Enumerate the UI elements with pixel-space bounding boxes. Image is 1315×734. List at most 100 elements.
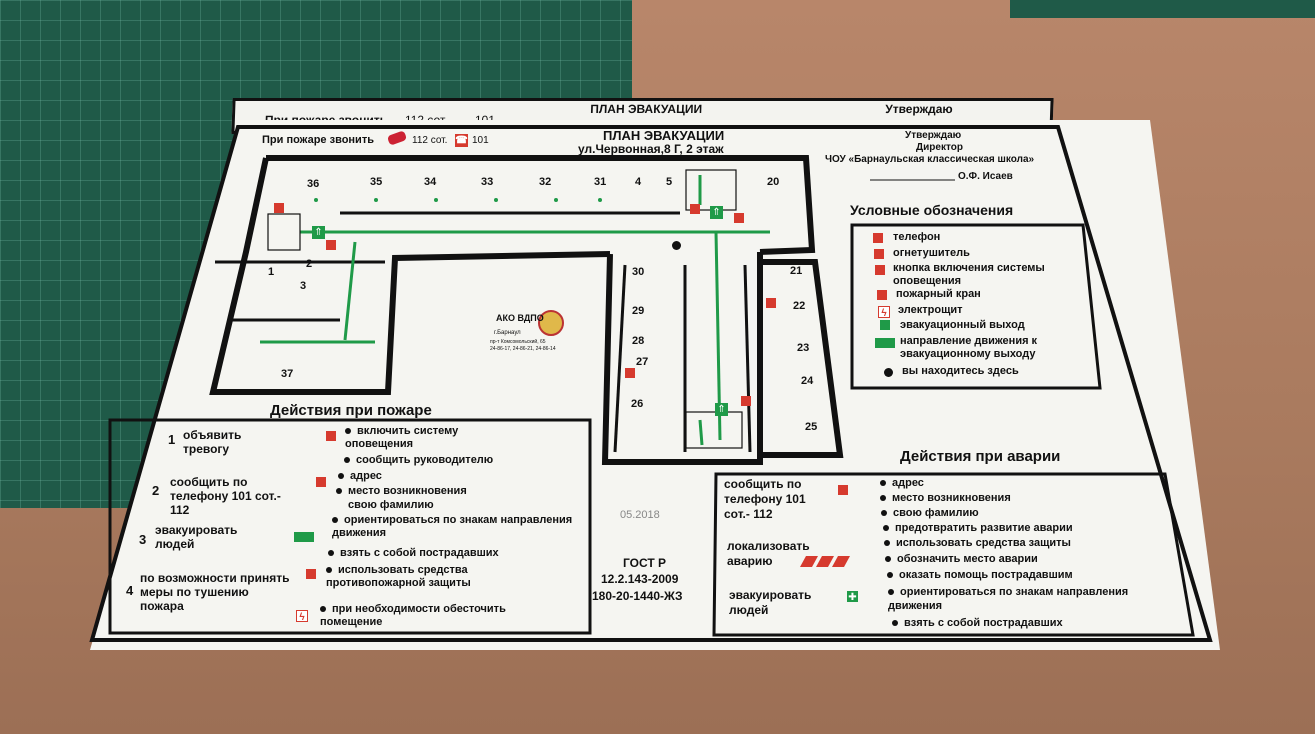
legend-item: огнетушитель [893, 247, 970, 259]
legend-box [850, 223, 1102, 390]
you-are-here-icon [884, 368, 893, 377]
step-text: объявить тревогу [183, 428, 242, 456]
legend-title: Условные обозначения [850, 202, 1014, 218]
wall-left [209, 157, 611, 395]
extinguisher-icon [274, 203, 284, 213]
accident-step: локализовать аварию [727, 539, 810, 568]
wall-top [266, 155, 816, 255]
bullet-item: ориентироваться по знакам направления дв… [888, 586, 1129, 612]
fire-call-label: При пожаре звонить [262, 134, 374, 146]
exit-icon [880, 320, 890, 330]
step-number: 3 [139, 532, 147, 547]
accident-step: сообщить по телефону 101 сот.- 112 [724, 477, 806, 521]
room-label: 24 [801, 375, 814, 387]
director-label: Директор [916, 142, 963, 153]
bullet-item: оказать помощь пострадавшим [887, 569, 1073, 581]
phone-icon: ☎ [455, 134, 468, 147]
bullet-item: включить систему оповещения [345, 425, 459, 450]
phone-number: 101 [472, 135, 489, 146]
step-number: 2 [152, 483, 160, 498]
extinguisher-icon [766, 298, 776, 308]
floor-plan-walls [209, 155, 844, 465]
bullet-item: взять с собой пострадавших [892, 617, 1063, 629]
alarm-button-icon [326, 240, 336, 250]
cell-number: 112 сот. [412, 135, 448, 146]
arrow-stair-bottom [698, 419, 704, 446]
room-label: 32 [539, 176, 552, 188]
exit-icon: ⇑ [710, 206, 723, 219]
room-label: 28 [632, 335, 645, 347]
you-are-here-icon [672, 241, 681, 250]
alarm-button-icon [326, 431, 336, 441]
cutting-mat-far [1010, 0, 1315, 18]
logo-phones: 24-86-17, 24-86-21, 24-86-14 [490, 346, 556, 352]
accident-actions-box [712, 472, 1195, 637]
room-label: 35 [370, 176, 383, 188]
bullet-item: адрес [880, 477, 924, 489]
room-label: 33 [481, 176, 494, 188]
step-number: 1 [168, 432, 176, 447]
electric-panel-icon: ϟ [296, 610, 308, 623]
exit-icon: ⇑ [715, 403, 728, 416]
bullet-item: сообщить руководителю [344, 454, 493, 466]
hydrant-icon [690, 204, 700, 214]
accident-step: эвакуировать людей [729, 588, 812, 617]
board-frame [89, 125, 1213, 642]
room-label: 37 [281, 368, 294, 380]
plan-address: ул.Червонная,8 Г, 2 этаж [578, 142, 724, 156]
bullet-item: свою фамилию [348, 499, 434, 511]
room-label: 1 [268, 266, 275, 278]
room-arrows [314, 198, 602, 202]
room-label: 22 [793, 300, 806, 312]
localize-accident-icon [800, 556, 850, 567]
wall-right-wing [760, 259, 844, 458]
bullet-item: взять с собой пострадавших [328, 547, 499, 559]
room-label: 27 [636, 356, 649, 368]
legend-item: эвакуационный выход [900, 319, 1025, 331]
phone-icon [838, 485, 848, 495]
room-label: 31 [594, 176, 607, 188]
logo-street: пр-т Комсомольский, 65 [490, 339, 546, 345]
room-label: 5 [666, 176, 673, 188]
alarm-button-icon [741, 396, 751, 406]
arrow-left-corridor [343, 241, 357, 341]
evacuate-icon: ✚ [847, 591, 858, 603]
fire-actions-title: Действия при пожаре [270, 402, 432, 419]
step-text: сообщить по телефону 101 сот.- 112 [170, 475, 281, 517]
room-label: 4 [635, 176, 642, 188]
logo-name: АКО ВДПО [496, 313, 544, 323]
extinguisher-icon [306, 569, 316, 579]
bullet-item: использовать средства защиты [884, 537, 1071, 549]
direction-arrow-icon [294, 532, 314, 542]
step-text: по возможности принять меры по тушению п… [140, 571, 290, 613]
room-label: 25 [805, 421, 818, 433]
legend-item: электрощит [898, 304, 963, 316]
legend-item: телефон [893, 231, 941, 243]
approve-label: Утверждаю [905, 130, 962, 141]
accident-actions-title: Действия при аварии [900, 448, 1061, 465]
wall-left-rooms [613, 264, 627, 453]
plan-title: ПЛАН ЭВАКУАЦИИ [603, 128, 725, 143]
extinguisher-icon [874, 249, 884, 259]
logo-city: г.Барнаул [494, 330, 521, 336]
room-label: 36 [307, 178, 320, 190]
emblem-icon [538, 310, 564, 336]
bullet-item: место возникновения [336, 485, 467, 497]
bullet-item: адрес [338, 470, 382, 482]
legend-item: направление движения к эвакуационному вы… [900, 335, 1038, 360]
signature-name: О.Ф. Исаев [958, 171, 1013, 182]
electric-panel-icon: ϟ [878, 306, 890, 319]
exit-icon: ⇑ [312, 226, 325, 239]
step-number: 4 [126, 583, 134, 598]
room-label: 29 [632, 305, 645, 317]
room-label: 34 [424, 176, 437, 188]
phone-icon [873, 233, 883, 243]
step-text: эвакуировать людей [155, 523, 238, 551]
bullet-item: обозначить место аварии [885, 553, 1038, 565]
legend-item: вы находитесь здесь [902, 365, 1019, 377]
bullet-item: свою фамилию [881, 507, 979, 519]
fire-actions-box [108, 418, 592, 635]
bullet-item: при необходимости обесточить помещение [320, 603, 506, 628]
hydrant-icon [877, 290, 887, 300]
